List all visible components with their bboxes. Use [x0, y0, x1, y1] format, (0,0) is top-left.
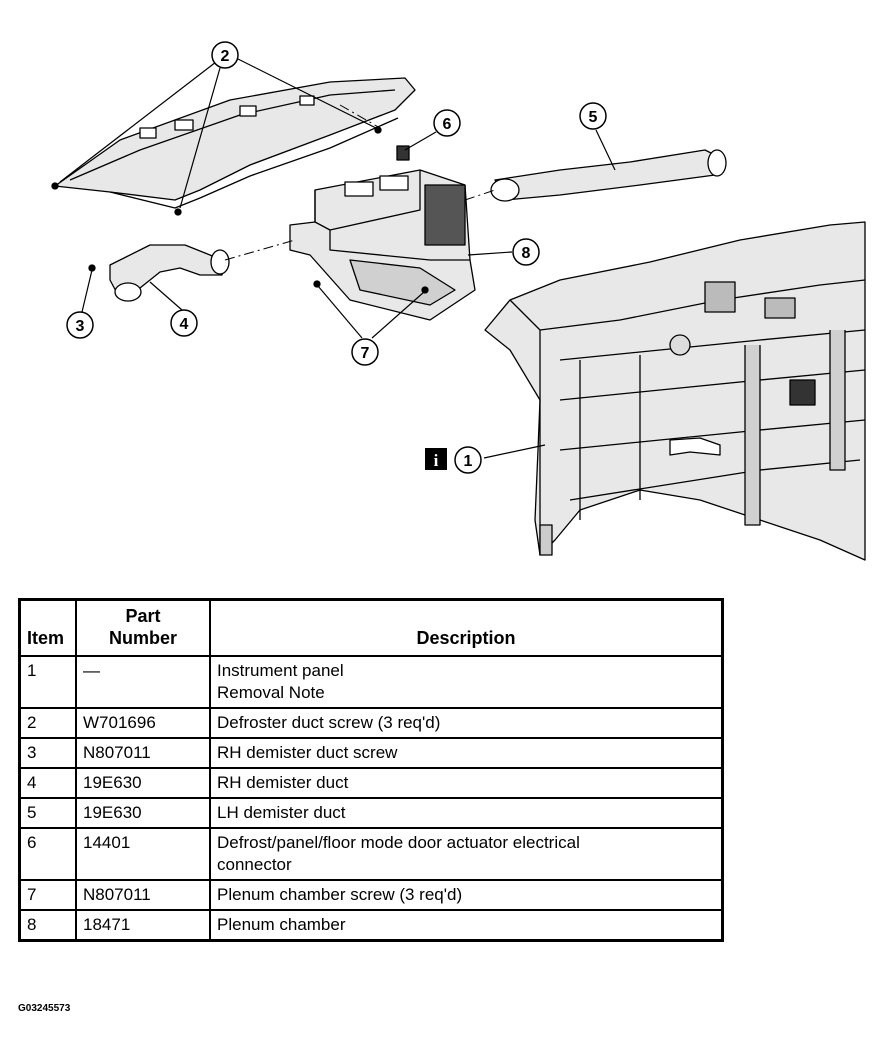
callout-5: 5 [579, 102, 607, 130]
item-cell: 1 [18, 655, 77, 709]
description-cell: Plenum chamber [209, 909, 724, 942]
leader-8 [467, 251, 513, 256]
rh-demister-duct [88, 244, 230, 302]
part-number-cell: 19E630 [75, 767, 211, 799]
leader-3 [81, 269, 93, 313]
alignment-line-lh [464, 189, 496, 201]
leader-7b [371, 291, 425, 339]
alignment-line-top [339, 104, 381, 129]
description-line: Plenum chamber [217, 915, 346, 934]
description-cell: RH demister duct [209, 767, 724, 799]
callout-4: 4 [170, 309, 198, 337]
leader-7a [317, 285, 363, 339]
callout-7: 7 [351, 338, 379, 366]
part-number-cell: — [75, 655, 211, 709]
instrument-panel [484, 221, 866, 561]
header-description: Description [209, 598, 724, 657]
figure-id: G03245573 [18, 1003, 71, 1014]
description-cell: Plenum chamber screw (3 req'd) [209, 879, 724, 911]
leader-2b [179, 67, 221, 209]
svg-text:5: 5 [589, 109, 598, 126]
description-line: Removal Note [217, 683, 325, 702]
leader-5 [595, 129, 616, 171]
description-cell: RH demister duct screw [209, 737, 724, 769]
part-number-cell: N807011 [75, 879, 211, 911]
leader-2a [59, 61, 217, 183]
part-number-cell: 19E630 [75, 797, 211, 829]
header-part-number: Part Number [75, 598, 211, 657]
item-cell: 4 [18, 767, 77, 799]
leader-6 [404, 131, 437, 151]
description-line: Plenum chamber screw (3 req'd) [217, 885, 463, 904]
part-number-cell: 14401 [75, 827, 211, 881]
callout-2: 2 [211, 41, 239, 69]
svg-text:i: i [434, 451, 439, 470]
parts-table: Item Part Number Description 1—Instrumen… [18, 598, 724, 942]
description-line: connector [217, 855, 292, 874]
part-number-cell: W701696 [75, 707, 211, 739]
callout-1: 1 [454, 446, 482, 474]
item-cell: 6 [18, 827, 77, 881]
header-item: Item [18, 598, 77, 657]
svg-text:2: 2 [221, 48, 230, 65]
callout-3: 3 [66, 311, 94, 339]
info-icon: i [425, 448, 447, 470]
defroster-duct [51, 77, 416, 216]
table-header-row: Item Part Number Description [18, 598, 724, 657]
lh-demister-duct [490, 149, 727, 202]
description-cell: LH demister duct [209, 797, 724, 829]
svg-text:7: 7 [361, 345, 370, 362]
plenum-chamber [289, 169, 476, 321]
exploded-view-diagram: 2 6 5 8 3 4 7 1 [51, 41, 866, 561]
item-cell: 7 [18, 879, 77, 911]
description-line: LH demister duct [217, 803, 346, 822]
leader-2c [235, 57, 377, 129]
item-cell: 8 [18, 909, 77, 942]
item-cell: 2 [18, 707, 77, 739]
callout-8: 8 [512, 238, 540, 266]
description-line: RH demister duct [217, 773, 349, 792]
part-number-cell: N807011 [75, 737, 211, 769]
description-line: RH demister duct screw [217, 743, 398, 762]
svg-text:6: 6 [443, 116, 452, 133]
leader-1 [483, 444, 546, 459]
description-line: Defrost/panel/floor mode door actuator e… [217, 833, 580, 852]
header-part-line1: Part [125, 606, 161, 626]
svg-text:3: 3 [76, 318, 85, 335]
svg-text:4: 4 [180, 316, 189, 333]
svg-text:1: 1 [464, 453, 473, 470]
svg-text:8: 8 [522, 245, 531, 262]
description-line: Instrument panel [217, 661, 344, 680]
callout-6: 6 [433, 109, 461, 137]
header-part-line2: Number [108, 628, 177, 648]
description-line: Defroster duct screw (3 req'd) [217, 713, 441, 732]
part-number-cell: 18471 [75, 909, 211, 942]
item-cell: 3 [18, 737, 77, 769]
alignment-line-rh [224, 239, 296, 261]
description-cell: Defrost/panel/floor mode door actuator e… [209, 827, 724, 881]
item-cell: 5 [18, 797, 77, 829]
leader-4 [149, 281, 183, 311]
description-cell: Defroster duct screw (3 req'd) [209, 707, 724, 739]
